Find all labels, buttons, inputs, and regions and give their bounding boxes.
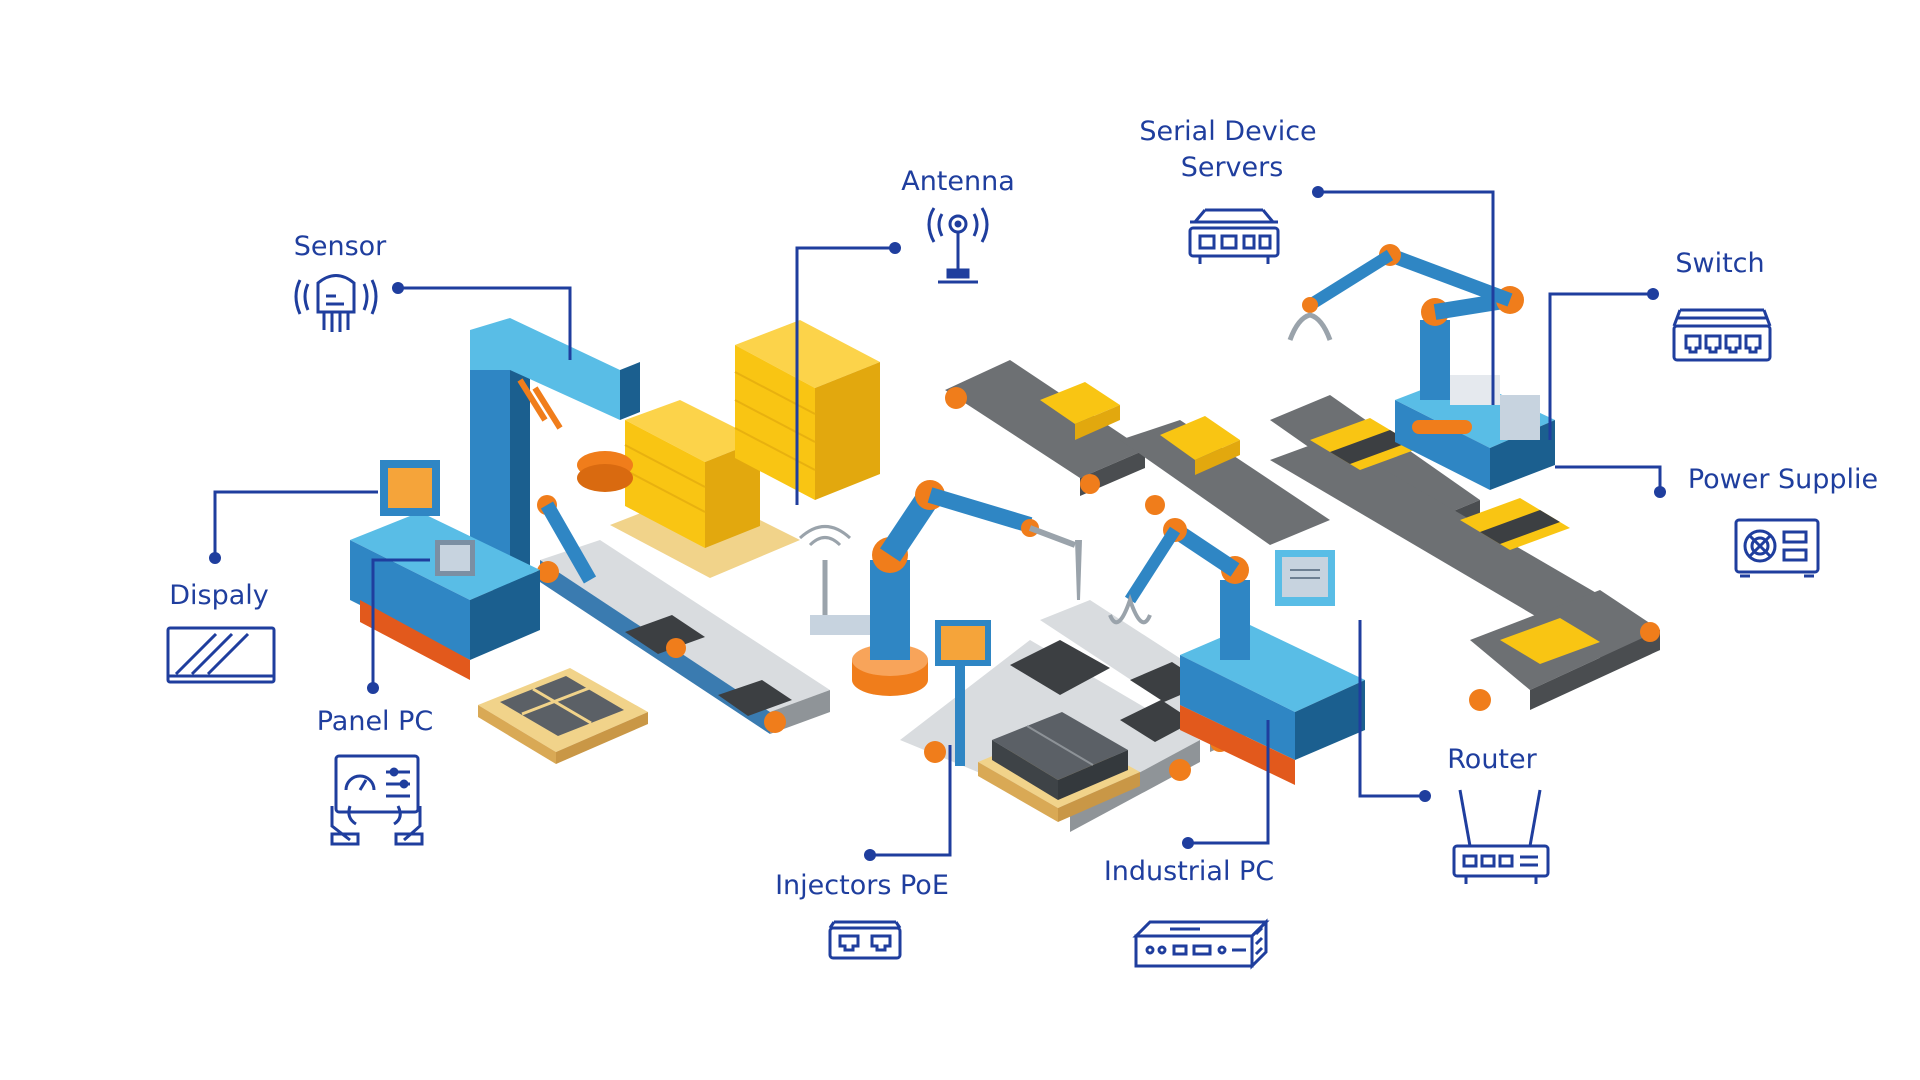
conveyor-left: [537, 540, 830, 734]
sensor-icon: [294, 274, 378, 332]
label-injectors-poe: Injectors PoE: [775, 870, 949, 901]
device-icons: [166, 207, 1820, 970]
leader-antenna: [795, 246, 895, 505]
display-icon: [166, 626, 276, 684]
antenna-icon: [927, 207, 989, 284]
center-robot: [852, 480, 1082, 766]
leader-panel: [371, 558, 430, 688]
leader-router: [1358, 620, 1425, 798]
label-switch: Switch: [1675, 248, 1764, 279]
label-power-supplie: Power Supplie: [1688, 464, 1878, 495]
industrial-station: [1108, 518, 1365, 785]
label-serial-line2: Servers: [1181, 152, 1284, 183]
label-router: Router: [1447, 744, 1537, 775]
pallet-left: [478, 668, 648, 764]
conveyor-top: [945, 360, 1480, 545]
gantry-robot: [470, 318, 640, 590]
pallet-stack-center: [978, 712, 1140, 822]
label-industrial-pc: Industrial PC: [1104, 856, 1274, 887]
label-dispaly: Dispaly: [169, 580, 269, 611]
device-labels: Sensor Antenna Serial Device Servers Swi…: [169, 116, 1878, 901]
label-serial-line1: Serial Device: [1139, 116, 1316, 147]
serial-device-server-icon: [1188, 208, 1280, 264]
leader-ipc: [1188, 720, 1270, 845]
leader-switch: [1548, 292, 1653, 440]
router-icon: [1452, 789, 1550, 884]
control-station-left: [350, 460, 540, 680]
conveyor-right: [1270, 418, 1660, 711]
network-switch-icon: [1672, 308, 1772, 362]
leader-display: [213, 490, 378, 558]
label-sensor: Sensor: [294, 231, 387, 262]
server-station: [1287, 244, 1555, 490]
leader-lines: [213, 190, 1662, 857]
label-panel-pc: Panel PC: [317, 706, 434, 737]
industrial-pc-icon: [1132, 918, 1270, 970]
panel-pc-icon: [330, 754, 424, 846]
leader-dots: [209, 186, 1666, 861]
box-stacks: [610, 320, 880, 578]
leader-serial: [1318, 190, 1495, 405]
factory-illustration: [350, 244, 1660, 832]
power-supply-icon: [1734, 518, 1820, 578]
leader-poe: [870, 745, 952, 857]
leader-power: [1555, 465, 1662, 492]
label-antenna: Antenna: [901, 166, 1015, 197]
antenna-robot: [798, 525, 870, 635]
poe-injector-icon: [828, 920, 902, 960]
leader-sensor: [398, 286, 572, 360]
